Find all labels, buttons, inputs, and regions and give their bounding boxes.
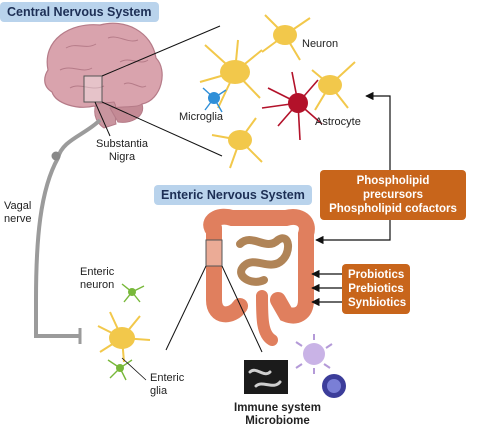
immune-line1: Immune system <box>234 402 321 414</box>
substantia-nigra-label: Substantia Nigra <box>96 138 148 164</box>
neuron-cells <box>199 14 356 169</box>
vagal-nerve <box>34 118 102 338</box>
substantia-line1: Substantia <box>96 138 148 150</box>
enteric-glia-label: Enteric glia <box>150 372 184 398</box>
enteric-glia-cells <box>107 283 145 381</box>
microbe-sphere-icon <box>322 374 346 398</box>
cns-header: Central Nervous System <box>0 2 159 22</box>
prebiotics-label: Prebiotics <box>348 283 404 295</box>
neuron-body <box>220 60 250 84</box>
immune-line2: Microbiome <box>245 415 310 427</box>
phospholipid-box: Phospholipid precursors Phospholipid cof… <box>320 170 466 220</box>
gut-wall-highlight <box>205 239 223 267</box>
enteric-glia-line1: Enteric <box>150 372 185 384</box>
phospholipid-arrow-up <box>365 91 391 170</box>
vagal-ganglion <box>51 151 61 161</box>
neuron-body <box>228 130 252 150</box>
immune-microbiome-label: Immune system Microbiome <box>234 402 321 428</box>
brain-illustration <box>44 22 163 129</box>
vagal-line1: Vagal <box>4 200 32 212</box>
vagal-nerve-label: Vagal nerve <box>4 200 32 226</box>
ens-header: Enteric Nervous System <box>154 185 312 205</box>
microglia-cell <box>202 87 227 113</box>
enteric-neuron-label: Enteric neuron <box>80 266 114 292</box>
astrocyte-cell <box>261 71 323 141</box>
enteric-neuron-line1: Enteric <box>80 266 115 278</box>
microglia-label: Microglia <box>179 111 224 123</box>
neuron-body <box>318 75 342 95</box>
phospholipid-line1: Phospholipid precursors <box>356 175 430 201</box>
neuron-body <box>273 25 297 45</box>
neuron-label: Neuron <box>302 38 339 50</box>
astrocyte-label: Astrocyte <box>315 116 361 128</box>
probiotics-label: Probiotics <box>348 269 405 281</box>
gut-illustration <box>203 208 315 346</box>
vagal-line2: nerve <box>4 213 32 225</box>
enteric-neuron-line2: neuron <box>80 279 115 291</box>
substantia-nigra-highlight <box>83 75 103 103</box>
synbiotics-label: Synbiotics <box>348 297 407 309</box>
enteric-neuron <box>97 311 151 363</box>
substantia-line2: Nigra <box>108 151 136 163</box>
enteric-glia-pointer <box>121 357 147 381</box>
bacteria-micrograph-icon <box>244 360 288 394</box>
phospholipid-line2: Phospholipid cofactors <box>329 203 457 215</box>
immune-cell-icon <box>295 334 333 374</box>
biotics-box: Probiotics Prebiotics Synbiotics <box>342 264 410 314</box>
enteric-glia-line2: glia <box>150 385 168 397</box>
